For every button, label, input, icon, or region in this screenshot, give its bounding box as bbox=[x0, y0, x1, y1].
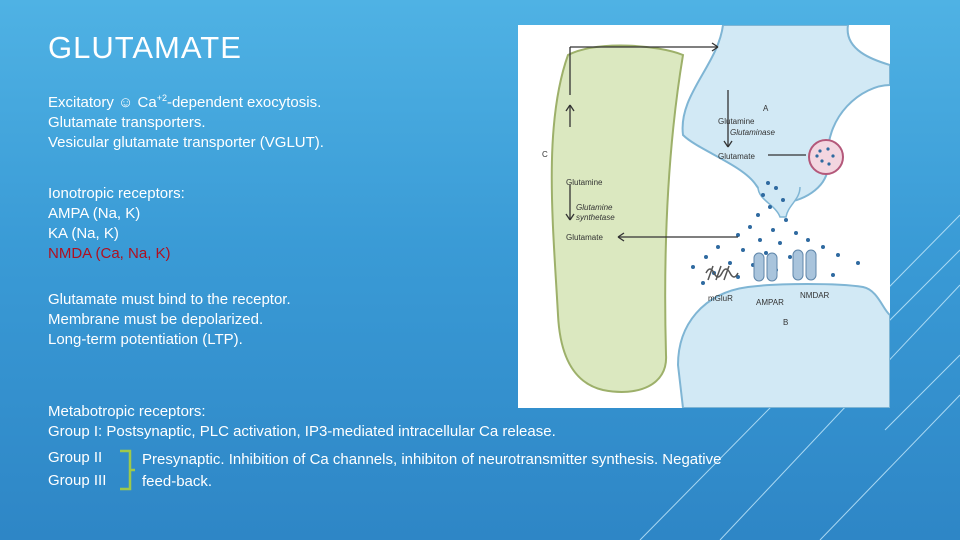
group-bracket-icon bbox=[120, 449, 135, 491]
presyn-glutamate: Glutamate bbox=[718, 152, 755, 161]
glia-glutamate: Glutamate bbox=[566, 233, 603, 242]
nmda-ions: (Ca, Na, K) bbox=[91, 245, 171, 262]
presyn-glutamine: Glutamine bbox=[718, 117, 755, 126]
vesicle-glutamate-dots bbox=[815, 147, 835, 166]
condition-item: Glutamate must bind to the receptor. bbox=[48, 291, 291, 308]
glia-synthetase-line2: synthetase bbox=[576, 213, 615, 222]
group1-item: Group I: Postsynaptic, PLC activation, I… bbox=[48, 423, 556, 440]
release-pore bbox=[757, 186, 801, 218]
metabotropic-heading: Metabotropic receptors: bbox=[48, 403, 206, 420]
mglur-label: mGluR bbox=[708, 294, 733, 303]
condition-item: Long-term potentiation (LTP). bbox=[48, 331, 243, 348]
nmdar-receptor bbox=[792, 249, 817, 281]
synapse-diagram: A B C Glutamine Glutaminase Glutamate Gl… bbox=[518, 24, 891, 409]
nmda-item: NMDA (Ca, Na, K) bbox=[48, 244, 185, 264]
glia-glutamine: Glutamine bbox=[566, 178, 603, 187]
postsynaptic-terminal bbox=[676, 283, 891, 409]
intro-excitatory: Excitatory bbox=[48, 94, 119, 111]
intro-exocytosis: -dependent exocytosis. bbox=[166, 94, 322, 111]
label-a: A bbox=[763, 104, 769, 113]
presyn-glutaminase: Glutaminase bbox=[730, 128, 775, 137]
conditions-list: Glutamate must bind to the receptor. Mem… bbox=[48, 290, 291, 350]
intro-ca: Ca bbox=[133, 94, 157, 111]
mglur-receptor bbox=[705, 265, 739, 281]
group23-description-line1: Presynaptic. Inhibition of Ca channels, … bbox=[142, 451, 722, 468]
intro-line-2: Glutamate transporters. bbox=[48, 114, 206, 131]
smiley-icon: ☺ bbox=[118, 94, 134, 111]
intro-ca-charge: +2 bbox=[156, 93, 167, 103]
nmdar-label: NMDAR bbox=[800, 291, 830, 300]
ionotropic-heading: Ionotropic receptors: bbox=[48, 185, 185, 202]
slide-title: GLUTAMATE bbox=[48, 30, 242, 65]
ka-item: KA (Na, K) bbox=[48, 225, 119, 242]
nmda-name: NMDA bbox=[48, 245, 92, 262]
ampar-receptor bbox=[753, 252, 778, 282]
condition-item: Membrane must be depolarized. bbox=[48, 311, 264, 328]
glial-cell bbox=[550, 44, 685, 393]
ionotropic-list: Ionotropic receptors: AMPA (Na, K) KA (N… bbox=[48, 184, 185, 264]
intro-line-3: Vesicular glutamate transporter (VGLUT). bbox=[48, 134, 324, 151]
metabotropic-section: Metabotropic receptors: Group I: Postsyn… bbox=[48, 402, 556, 442]
ampa-item: AMPA (Na, K) bbox=[48, 205, 141, 222]
synaptic-vesicle bbox=[808, 139, 844, 175]
group2-label: Group II bbox=[48, 449, 103, 466]
label-c: C bbox=[542, 150, 548, 159]
group3-label: Group III bbox=[48, 472, 107, 489]
ampar-label: AMPAR bbox=[756, 298, 784, 307]
group23-description-line2: feed-back. bbox=[142, 473, 213, 490]
intro-text: Excitatory ☺ Ca+2-dependent exocytosis. … bbox=[48, 88, 324, 153]
pathway-arrows bbox=[565, 42, 806, 242]
presynaptic-terminal bbox=[681, 24, 891, 205]
glia-synthetase-line1: Glutamine bbox=[576, 203, 613, 212]
intro-line-1: Excitatory ☺ Ca+2-dependent exocytosis. bbox=[48, 88, 324, 113]
label-b: B bbox=[783, 318, 788, 327]
